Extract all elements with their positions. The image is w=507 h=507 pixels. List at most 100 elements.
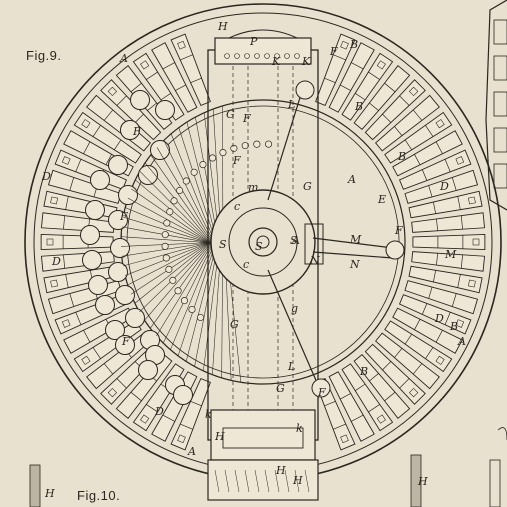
- guide-ring: [166, 208, 174, 216]
- key-cap: [435, 355, 445, 365]
- ring-pulley: [138, 360, 158, 380]
- key-block: [328, 42, 375, 113]
- arm-n: [312, 251, 394, 259]
- part-letter: B: [359, 365, 368, 378]
- cap-bolt: [244, 53, 250, 59]
- key-joint: [382, 361, 392, 371]
- key-joint: [105, 154, 112, 165]
- key-cap: [472, 238, 480, 246]
- key-joint: [69, 293, 75, 307]
- ring-pulley: [115, 285, 135, 305]
- key-cap: [435, 119, 445, 129]
- part-letter: D: [439, 180, 449, 193]
- part-letter: S: [219, 238, 227, 251]
- key-joint: [428, 185, 433, 198]
- key-cap: [468, 196, 476, 205]
- key-joint: [399, 95, 410, 106]
- part-letter: G: [276, 382, 285, 395]
- key-joint: [324, 400, 336, 407]
- key-block: [328, 371, 375, 442]
- guide-ring: [182, 177, 190, 185]
- key-joint: [130, 391, 142, 402]
- key-joint: [436, 253, 438, 266]
- lever-upper: [267, 87, 304, 201]
- key-joint: [384, 391, 396, 402]
- part-letter: D: [434, 312, 444, 325]
- fan-rod: [121, 240, 224, 257]
- part-letter: k: [205, 408, 212, 421]
- guide-ring: [264, 140, 273, 148]
- cap-bolt: [254, 53, 260, 59]
- plinth-hatch: [264, 469, 270, 493]
- key-block: [398, 294, 472, 335]
- part-letter: F: [242, 112, 251, 125]
- cap-bolt: [234, 53, 240, 59]
- key-joint: [355, 92, 366, 101]
- fan-rod: [121, 241, 224, 247]
- ring-pulley: [88, 275, 108, 295]
- figure-9-caption: Fig.9.: [26, 48, 62, 63]
- hub-shaft: [248, 227, 278, 257]
- bottom-block: [210, 409, 316, 461]
- key-joint: [369, 373, 379, 382]
- top-dome: [228, 29, 298, 39]
- cap-bolt: [294, 53, 300, 59]
- part-letter: H: [275, 464, 286, 477]
- key-joint: [355, 383, 366, 392]
- part-letter: F: [317, 386, 326, 399]
- key-block: [364, 343, 426, 405]
- key-joint: [75, 159, 82, 172]
- key-cap: [107, 387, 118, 398]
- guide-ring: [174, 287, 182, 295]
- key-cap: [61, 319, 71, 328]
- key-joint: [180, 54, 193, 61]
- key-joint: [369, 102, 379, 111]
- key-joint: [414, 154, 421, 165]
- key-block: [341, 363, 394, 432]
- key-joint: [394, 126, 403, 136]
- guide-ring: [190, 168, 198, 176]
- key-block: [384, 111, 453, 164]
- adjacent-cell: [493, 55, 507, 81]
- guide-ring: [161, 231, 169, 239]
- key-joint: [351, 414, 364, 422]
- part-letter: P: [249, 35, 258, 48]
- key-joint: [382, 113, 392, 123]
- key-cap: [376, 414, 386, 424]
- ring-pulley: [150, 140, 170, 160]
- part-letter: H: [214, 430, 225, 443]
- part-letter: K: [271, 55, 281, 68]
- key-cap: [81, 355, 91, 365]
- key-cap: [140, 414, 150, 424]
- key-ring: [40, 33, 486, 451]
- key-joint: [340, 84, 351, 91]
- key-joint: [65, 274, 69, 288]
- key-joint: [146, 404, 158, 413]
- part-letter: N: [349, 258, 360, 271]
- key-block: [398, 149, 472, 190]
- ring-pulley: [108, 262, 128, 282]
- key-joint: [404, 334, 413, 345]
- key-cap: [140, 60, 150, 70]
- key-joint: [460, 254, 463, 269]
- part-letter: H: [44, 487, 55, 500]
- part-letter: M: [444, 248, 457, 261]
- key-cap: [408, 387, 419, 398]
- key-block: [364, 79, 426, 141]
- guide-ring: [209, 154, 217, 162]
- key-cap: [468, 279, 476, 288]
- fan-rod: [121, 226, 224, 246]
- key-joint: [92, 347, 101, 359]
- part-letter: H: [417, 475, 428, 488]
- key-block: [404, 169, 479, 204]
- key-block: [408, 190, 483, 219]
- key-joint: [368, 404, 380, 413]
- bottom-inset: [222, 427, 304, 449]
- gauge-far-right: [489, 459, 501, 507]
- key-cap: [177, 40, 186, 50]
- guide-ring: [199, 161, 207, 169]
- gauge-right: [410, 454, 422, 507]
- ring-pulley: [138, 165, 158, 185]
- part-letter: F: [132, 125, 141, 138]
